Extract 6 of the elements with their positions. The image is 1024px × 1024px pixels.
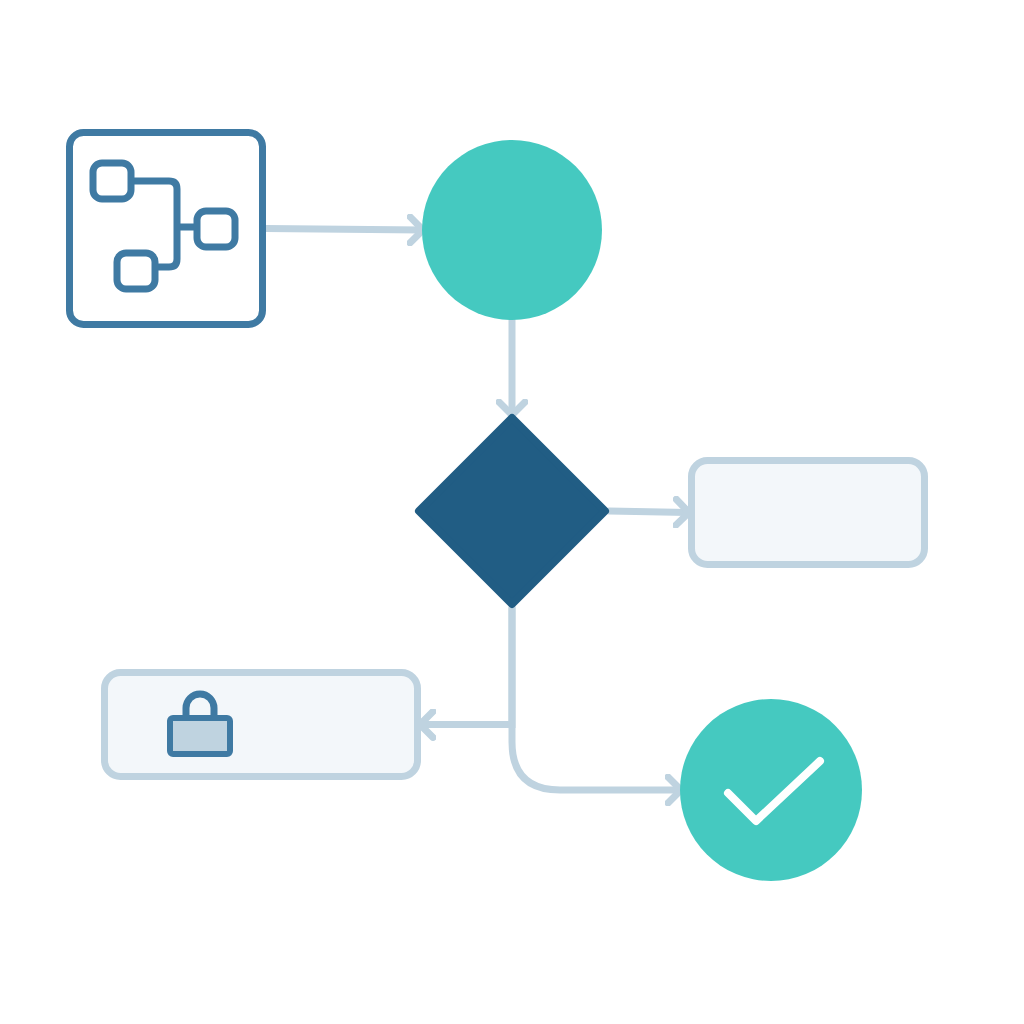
rounded-box (66, 129, 266, 328)
decision-diamond (415, 414, 609, 608)
circle (680, 699, 862, 881)
circle (422, 140, 602, 320)
rounded-box (688, 457, 928, 568)
rounded-box (101, 669, 421, 780)
